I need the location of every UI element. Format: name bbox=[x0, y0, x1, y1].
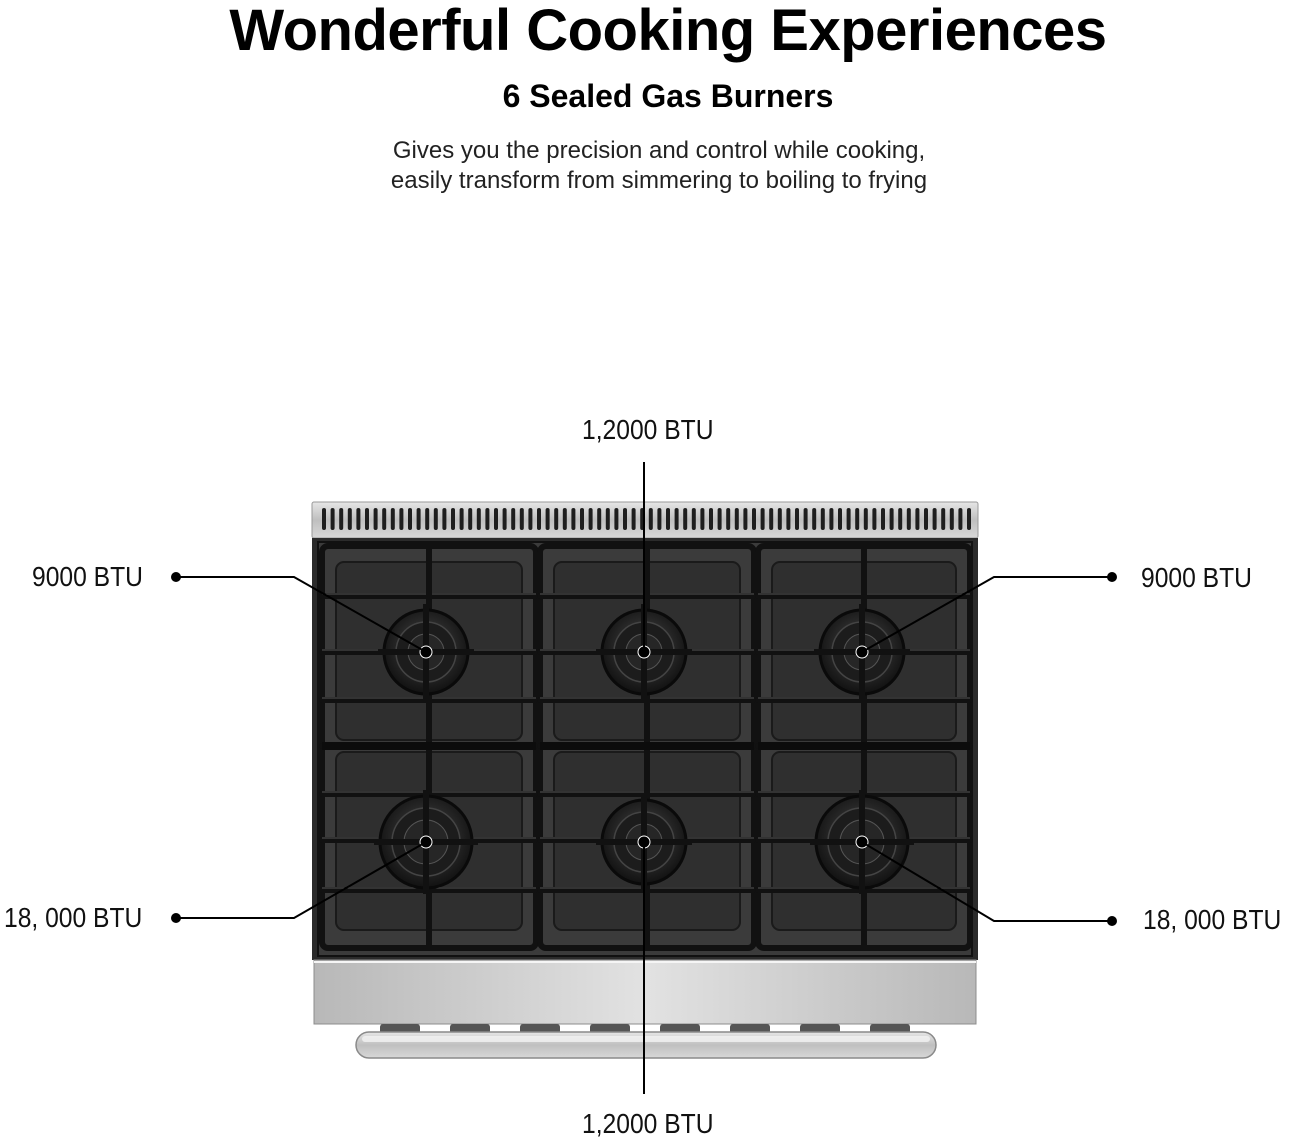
callout-line-3 bbox=[861, 576, 1112, 653]
label-rear-center-burner: 1,2000 BTU bbox=[582, 414, 714, 445]
feature-description: Gives you the precision and control whil… bbox=[0, 136, 1292, 196]
burner-1 bbox=[378, 604, 474, 700]
page-subtitle: 6 Sealed Gas Burners bbox=[502, 78, 834, 114]
callout-line-6 bbox=[861, 841, 1112, 922]
page-title: Wonderful Cooking Experiences bbox=[229, 0, 1107, 63]
vent-slots bbox=[322, 508, 971, 530]
oven-handle bbox=[355, 1031, 937, 1059]
label-rear-right-burner: 9000 BTU bbox=[1141, 562, 1252, 593]
description-line-2: easily transform from simmering to boili… bbox=[390, 167, 928, 194]
label-front-left-burner: 18, 000 BTU bbox=[4, 902, 143, 933]
callout-dot bbox=[171, 572, 181, 582]
callout-lines bbox=[171, 462, 1117, 1094]
label-front-right-burner: 18, 000 BTU bbox=[1143, 904, 1282, 935]
callout-line-1 bbox=[176, 576, 427, 653]
label-front-center-burner: 1,2000 BTU bbox=[582, 1108, 714, 1139]
label-rear-left-burner: 9000 BTU bbox=[32, 561, 143, 592]
callout-dot bbox=[171, 913, 181, 923]
callout-line-4 bbox=[176, 841, 427, 919]
callout-dot bbox=[1107, 572, 1117, 582]
description-line-1: Gives you the precision and control whil… bbox=[392, 137, 926, 164]
callout-dot bbox=[1107, 916, 1117, 926]
